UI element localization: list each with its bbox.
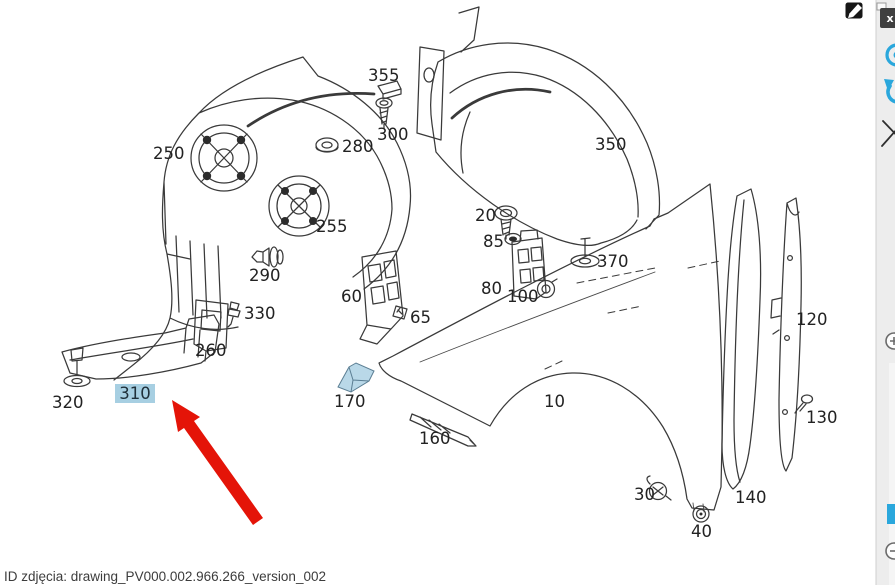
part-label-60[interactable]: 60 <box>341 287 362 306</box>
part-label-40[interactable]: 40 <box>691 522 712 541</box>
part-label-330[interactable]: 330 <box>244 304 276 323</box>
plus-glyph <box>890 337 895 345</box>
panel-sub-column <box>889 363 895 585</box>
panel-close-window-icon[interactable]: x <box>876 2 895 28</box>
part-label-355[interactable]: 355 <box>368 66 400 85</box>
part-label-65[interactable]: 65 <box>410 308 431 327</box>
liner-accent-curve <box>246 92 376 128</box>
screw-30-drawing <box>646 475 672 501</box>
part-label-160[interactable]: 160 <box>419 429 451 448</box>
pin-330-drawing <box>227 301 241 328</box>
pencil-nib <box>848 13 853 18</box>
zoom-out-icon[interactable] <box>885 542 895 560</box>
fender-dash-lines <box>544 260 721 370</box>
part-label-370[interactable]: 370 <box>597 252 629 271</box>
part-320-rivet-drawing <box>63 347 91 388</box>
pencil-glyph <box>849 4 862 17</box>
screw-20-drawing <box>494 205 518 240</box>
part-label-100[interactable]: 100 <box>507 287 539 306</box>
part-label-250[interactable]: 250 <box>153 144 185 163</box>
fender-outline <box>378 183 723 511</box>
shell-outline <box>416 6 661 246</box>
active-tool-square-icon[interactable] <box>887 504 895 524</box>
shell-accent-curve <box>450 87 552 120</box>
part-310-undershield-drawing <box>61 314 220 380</box>
part-label-310-selected[interactable]: 310 <box>119 384 151 403</box>
part-label-10[interactable]: 10 <box>544 392 565 411</box>
grommet-40-drawing <box>692 505 710 523</box>
liner-disc <box>190 124 258 192</box>
part-label-30[interactable]: 30 <box>634 485 655 504</box>
close-x-glyph: x <box>886 12 893 25</box>
right-toolbar-panel: x <box>875 0 895 585</box>
part-label-320[interactable]: 320 <box>52 393 84 412</box>
part-260-bracket-drawing <box>193 299 229 362</box>
selection-highlight-310[interactable] <box>115 384 155 403</box>
part-label-120[interactable]: 120 <box>796 310 828 329</box>
part-250-wheel-arch-liner-drawing <box>113 56 412 381</box>
part-label-140[interactable]: 140 <box>735 488 767 507</box>
pin-290-drawing <box>251 246 284 268</box>
part-10-fender-drawing <box>378 183 723 513</box>
liner-outline <box>113 56 412 381</box>
bracket-60-drawing <box>359 250 404 345</box>
image-id-footer: ID zdjęcia: drawing_PV000.002.966.266_ve… <box>4 569 326 584</box>
part-label-280[interactable]: 280 <box>342 137 374 156</box>
part-label-290[interactable]: 290 <box>249 266 281 285</box>
part-label-260[interactable]: 260 <box>195 341 227 360</box>
nut-280-drawing <box>315 137 339 153</box>
rotate-arrowhead <box>884 79 894 91</box>
clip-355-drawing <box>377 80 402 100</box>
part-label-170[interactable]: 170 <box>334 392 366 411</box>
part-label-255[interactable]: 255 <box>316 217 348 236</box>
part-120-trim-strip-drawing <box>770 197 802 472</box>
edit-pencil-icon[interactable] <box>845 2 863 19</box>
part-350-liner-shell-drawing <box>416 6 661 246</box>
part-170-wedge-highlighted-drawing <box>337 362 375 393</box>
zoom-in-icon[interactable] <box>885 332 895 350</box>
part-label-20[interactable]: 20 <box>475 206 496 225</box>
part-label-300[interactable]: 300 <box>377 125 409 144</box>
grommet-85-drawing <box>504 232 522 246</box>
part-label-350[interactable]: 350 <box>595 135 627 154</box>
clip-100-drawing <box>536 278 558 299</box>
clip-65-drawing <box>392 305 408 320</box>
part-label-130[interactable]: 130 <box>806 408 838 427</box>
rivet-370-drawing <box>570 237 600 268</box>
screw-300-drawing <box>375 97 393 129</box>
part-140-trim-strip-drawing <box>721 188 762 490</box>
part-255-disc-drawing <box>268 175 330 237</box>
part-label-85[interactable]: 85 <box>483 232 504 251</box>
part-label-80[interactable]: 80 <box>481 279 502 298</box>
screw-130-drawing <box>794 394 814 414</box>
part-160-strip-drawing <box>409 413 477 447</box>
red-annotation-arrow <box>172 400 263 525</box>
